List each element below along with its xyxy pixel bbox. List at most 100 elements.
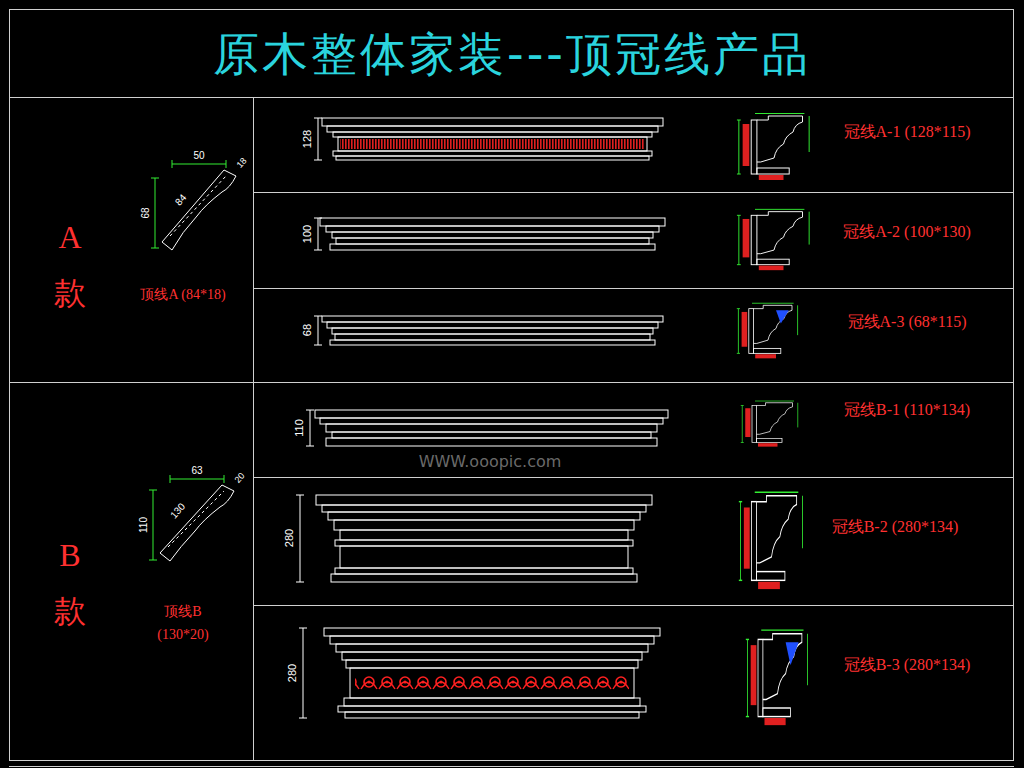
table-grid: [253, 605, 1014, 606]
table-grid: [253, 477, 1014, 478]
table-cell: 冠线A-3 (68*115): [253, 288, 1013, 382]
product-name: 冠线B-2 (280*134): [830, 513, 960, 541]
dimension-line: [318, 316, 319, 345]
sheet-title: 原木整体家装---顶冠线产品: [0, 24, 1024, 84]
ceiling-line-profile: [172, 164, 226, 165]
table-cell: A 款顶线A (84*18): [10, 97, 253, 382]
section-letter: B 款: [54, 527, 86, 639]
crown-elevation: [315, 410, 668, 418]
crown-elevation: [340, 530, 628, 540]
crown-elevation: [324, 628, 660, 718]
product-name: 冠线A-1 (128*115): [842, 118, 972, 146]
ceiling-line-profile: [151, 248, 159, 249]
dimension-line: [310, 410, 311, 446]
dimension: 50: [193, 151, 204, 161]
table-cell: 冠线B-2 (280*134): [253, 477, 1013, 605]
crown-elevation: [338, 137, 647, 151]
crown-elevation: [336, 156, 649, 160]
dimension-line: [314, 316, 322, 317]
crown-elevation: [320, 218, 665, 226]
crown-section: [746, 630, 808, 725]
ceiling-line-profile: [172, 160, 173, 168]
table-grid: [9, 766, 1014, 767]
table-cell: B 款顶线B (130*20): [10, 382, 253, 760]
table-grid: [9, 382, 1014, 383]
crown-elevation: [331, 574, 637, 582]
crown-elevation: [326, 226, 659, 232]
crown-elevation: [316, 495, 652, 505]
crown-elevation: [346, 660, 638, 668]
crown-elevation: [333, 132, 652, 137]
crown-elevation: [332, 328, 653, 334]
crown-elevation: [330, 244, 655, 250]
watermark: WWW.ooopic.com: [419, 454, 562, 470]
dimension-line: [300, 495, 301, 582]
dimension: 280: [287, 664, 298, 682]
product-name: 冠线A-3 (68*115): [842, 308, 972, 336]
dimension: 20: [233, 471, 246, 484]
crown-elevation: [330, 340, 655, 345]
crown-elevation: [335, 540, 633, 546]
crown-elevation: [320, 218, 665, 250]
crown-elevation: [326, 438, 657, 446]
dimension: 68: [141, 207, 151, 218]
dimension-line: [296, 582, 304, 583]
ceiling-line-name: 顶线A (84*18): [138, 283, 228, 306]
dimension-line: [306, 446, 314, 447]
section-letter: A 款: [54, 209, 86, 321]
table-grid: [253, 97, 254, 761]
crown-elevation: [328, 512, 640, 520]
ceiling-line-profile: [226, 160, 227, 168]
crown-section: [737, 303, 798, 358]
dimension: 128: [302, 130, 313, 148]
dimension-line: [299, 628, 307, 629]
ceiling-line-profile: [151, 178, 159, 179]
ceiling-line-profile: [153, 490, 154, 560]
crown-section: [737, 209, 809, 270]
table-cell: 冠线A-2 (100*130): [253, 192, 1013, 288]
crown-elevation: [322, 118, 663, 126]
crown-section: [741, 401, 798, 447]
crown-elevation: [345, 712, 639, 718]
crown-elevation: [335, 568, 633, 574]
table-grid: [9, 97, 1014, 98]
dimension: 18: [235, 156, 248, 169]
ceiling-line-name: 顶线B (130*20): [138, 600, 228, 646]
table-grid: [9, 10, 1014, 767]
dimension-line: [303, 628, 304, 718]
dimension: 280: [284, 529, 295, 547]
dimension-line: [296, 495, 304, 496]
crown-section: [737, 114, 809, 181]
crown-elevation: [322, 316, 663, 322]
crown-elevation: [324, 628, 660, 636]
crown-elevation: [334, 520, 634, 530]
dimension-line: [314, 345, 322, 346]
crown-section: [737, 114, 809, 726]
crown-elevation: [326, 424, 657, 432]
crown-elevation: [322, 118, 663, 160]
crown-elevation: [322, 316, 663, 345]
dimension-line: [306, 410, 314, 411]
ceiling-line-profile: [149, 475, 224, 560]
table-cell: 冠线B-3 (280*134): [253, 605, 1013, 760]
product-name: 冠线A-2 (100*130): [842, 218, 972, 246]
ceiling-line-profile: [151, 160, 226, 248]
ceiling-line-profile: [151, 160, 236, 250]
crown-elevation: [342, 652, 642, 660]
table-cell: 冠线B-1 (110*134): [253, 382, 1013, 477]
dimension: 110: [294, 419, 305, 437]
dimension-line: [314, 218, 322, 219]
ceiling-line-profile: [170, 475, 171, 483]
dimension: 68: [302, 324, 313, 336]
crown-elevation: [333, 151, 652, 156]
dimension: 100: [302, 225, 313, 243]
crown-elevation: [336, 644, 648, 652]
dimension: 110: [139, 517, 149, 533]
table-grid: [253, 288, 1014, 289]
crown-elevation: [344, 698, 640, 706]
table-grid: [253, 192, 1014, 193]
ceiling-line-profile: [149, 560, 157, 561]
dimension: 84: [174, 193, 189, 208]
